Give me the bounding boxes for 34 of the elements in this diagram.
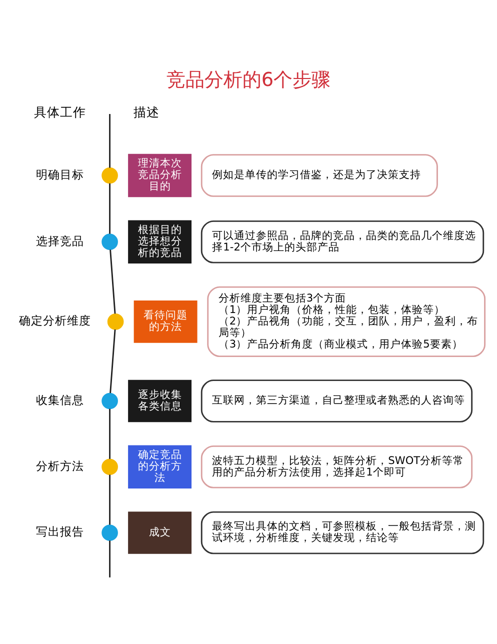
node-label: 分析方法 — [36, 458, 84, 472]
connector — [110, 328, 116, 393]
node-label: 确定分析维度 — [18, 313, 91, 328]
node-circle — [102, 166, 118, 184]
node-box: 互联网，第三方渠道，自己整理或者熟悉的人咨询等 — [200, 379, 473, 422]
connector — [109, 114, 110, 168]
node-box: 可以通过参照品，品牌的竞品，品类的竞品几个维度选择1-2个市场上的头部产品 — [200, 220, 484, 263]
node-box: 最终写出具体的文档，可参照模板，一般包括背景，测试环境，分析维度，关键发现，结论等 — [200, 510, 484, 554]
diagram-title: 竞品分析的6个步骤 — [166, 68, 331, 91]
connector — [109, 540, 110, 577]
node-box: 逐步收集各类信息 — [128, 379, 192, 422]
node-box: 理清本次竞品分析目的 — [128, 153, 192, 197]
node-box: 分析维度主要包括3个方面 （1）用户视角（价格，性能，包装，体验等） （2）产品视角（功能，交互，团队，用户，盈利，布局等） （3）产品分析角度（商业模式，用户体验5要素） — [207, 286, 486, 357]
connector — [110, 249, 116, 314]
label: 具体工作 — [34, 104, 86, 119]
connector — [109, 182, 110, 234]
node-circle — [107, 313, 124, 330]
connector — [109, 474, 110, 524]
node-box: 波特五力模型，比较法，矩阵分析，SWOT分析等常用的产品分析方法使用，选择起1个即可 — [200, 444, 473, 488]
node-label: 收集信息 — [36, 392, 84, 406]
node-box: 例如是单传的学习借鉴，还是为了决策支持 — [200, 154, 438, 196]
node-label: 明确目标 — [36, 166, 84, 181]
node-box: 确定竞品的分析方法 — [128, 444, 192, 488]
node-box: 根据目的选择想分析的竞品 — [128, 220, 192, 263]
node-circle — [102, 524, 118, 540]
node-label: 写出报告 — [36, 524, 84, 538]
connector — [109, 408, 110, 458]
node-box: 看待问题的方法 — [134, 300, 198, 342]
node-circle — [102, 392, 118, 409]
node-label: 选择竞品 — [36, 233, 84, 248]
node-circle — [102, 458, 118, 475]
label: 描述 — [133, 104, 160, 119]
node-box: 成文 — [128, 511, 192, 554]
node-circle — [102, 233, 118, 250]
